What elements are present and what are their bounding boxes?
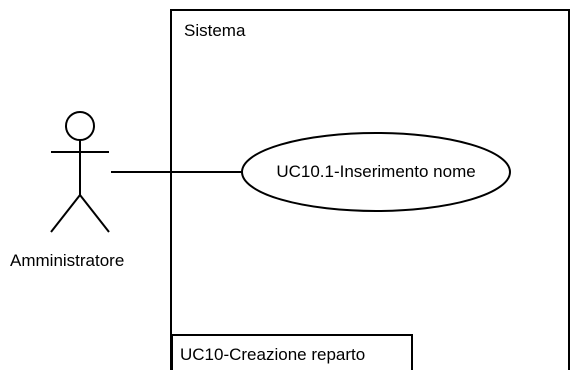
use-case-label: UC10.1-Inserimento nome xyxy=(276,162,476,181)
footer-label: UC10-Creazione reparto xyxy=(180,345,366,364)
system-title: Sistema xyxy=(184,21,246,40)
footer-label-box xyxy=(171,334,413,370)
system-boundary xyxy=(170,9,570,370)
actor-label: Amministratore xyxy=(10,251,125,270)
stick-figure-icon xyxy=(50,111,110,233)
use-case-ellipse xyxy=(241,132,511,212)
